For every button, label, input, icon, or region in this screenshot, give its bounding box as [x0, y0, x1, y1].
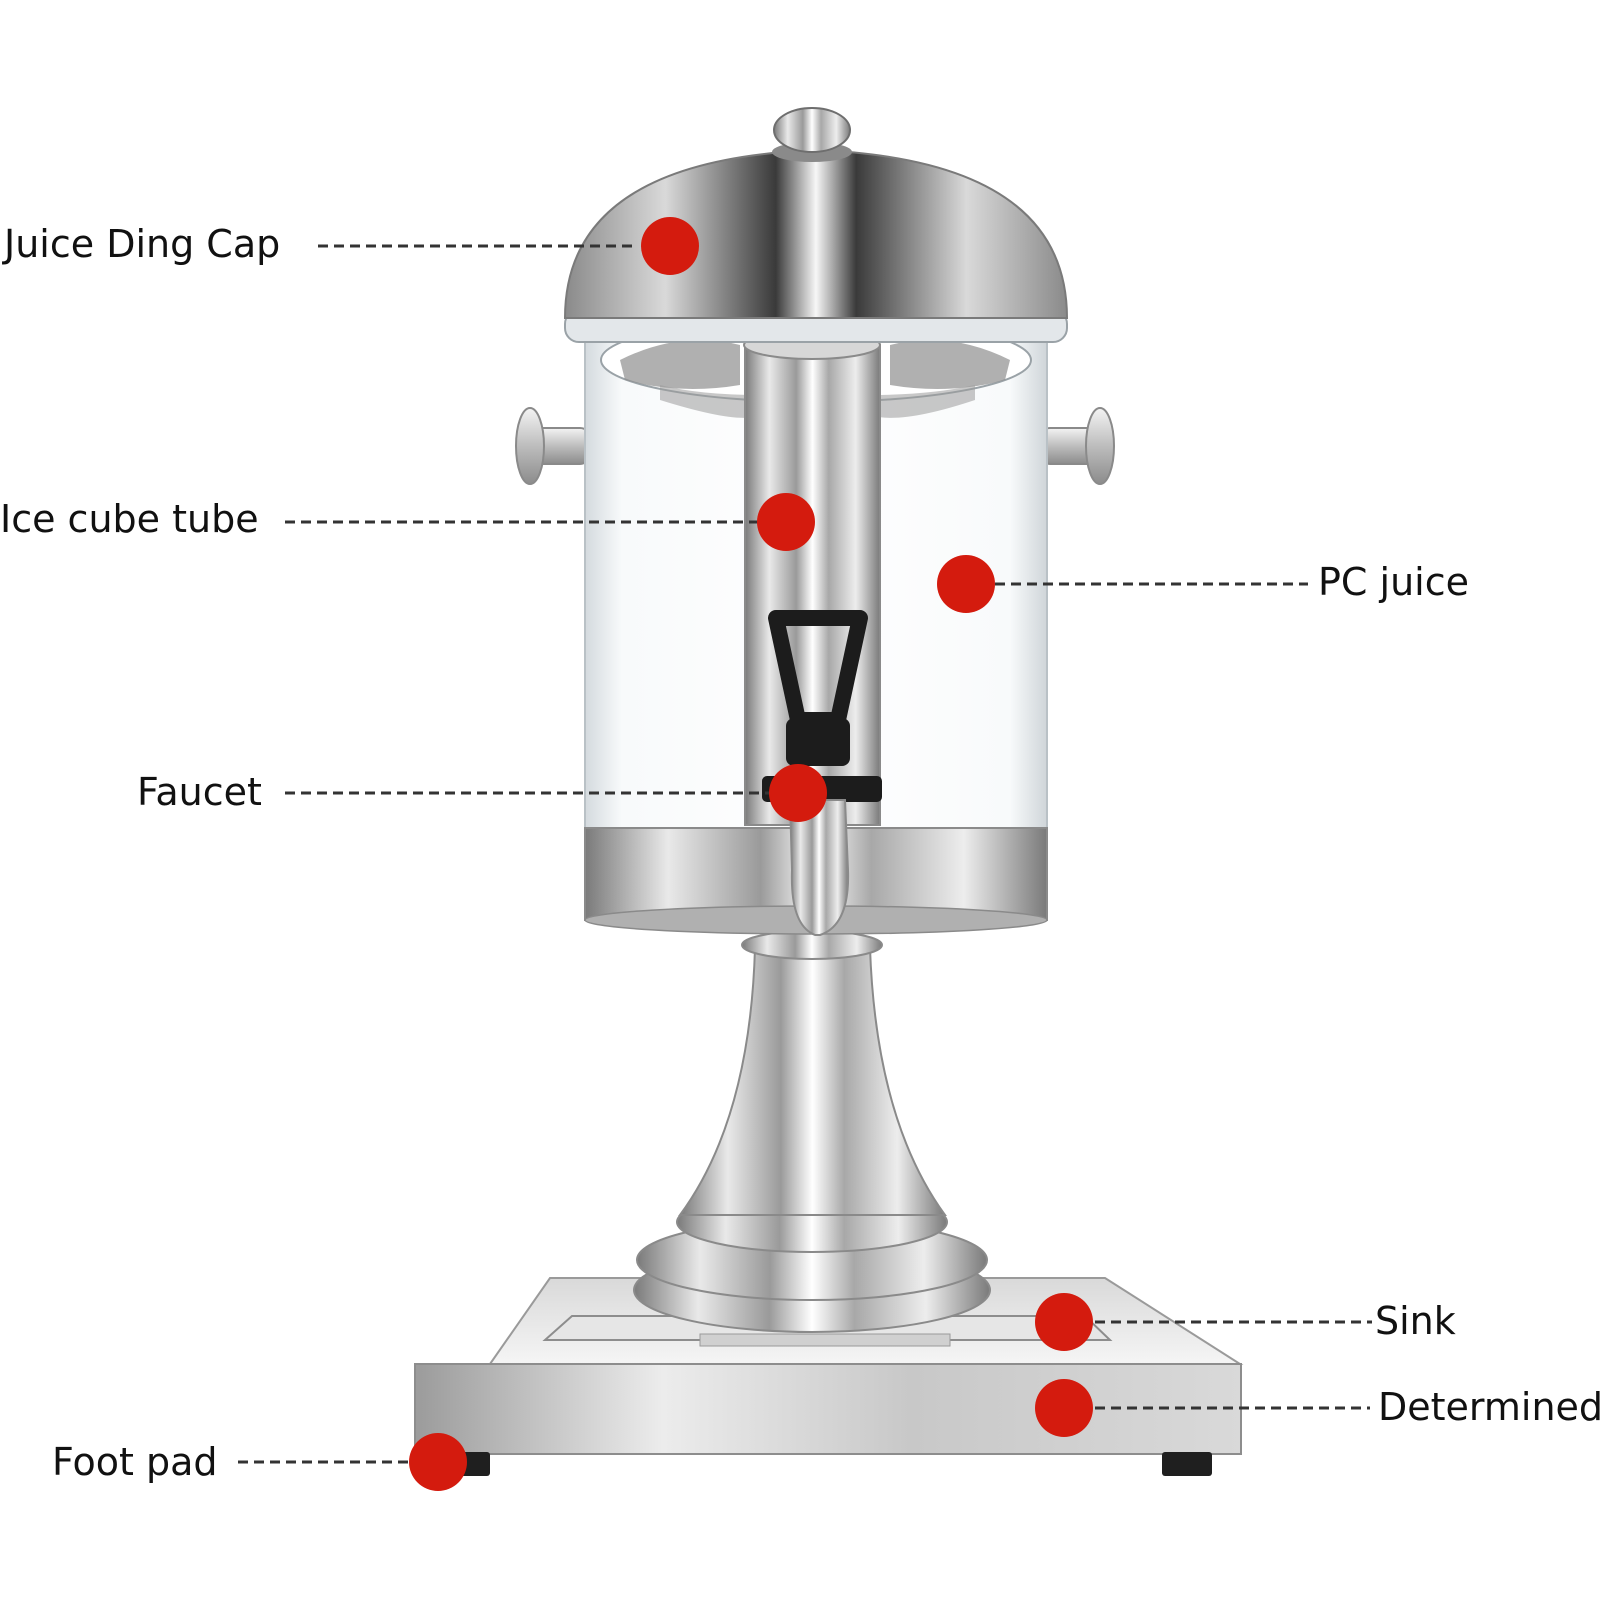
marker-juice-ding-cap — [641, 217, 699, 275]
leader-lines — [238, 244, 1372, 1464]
markers — [409, 217, 1093, 1491]
marker-sink — [1035, 1293, 1093, 1351]
marker-faucet — [769, 764, 827, 822]
label-pc-juice: PC juice — [1318, 560, 1469, 604]
pedestal — [633, 930, 991, 1333]
label-determined: Determined — [1378, 1385, 1602, 1429]
label-juice-ding-cap: Juice Ding Cap — [4, 222, 281, 266]
marker-foot-pad — [409, 1433, 467, 1491]
label-foot-pad: Foot pad — [52, 1440, 218, 1484]
juice-ding-cap — [563, 107, 1069, 343]
label-ice-cube-tube: Ice cube tube — [0, 497, 259, 541]
marker-ice-cube-tube — [757, 493, 815, 551]
label-faucet: Faucet — [137, 770, 262, 814]
label-sink: Sink — [1375, 1299, 1456, 1343]
marker-pc-juice — [937, 555, 995, 613]
marker-determined — [1035, 1379, 1093, 1437]
